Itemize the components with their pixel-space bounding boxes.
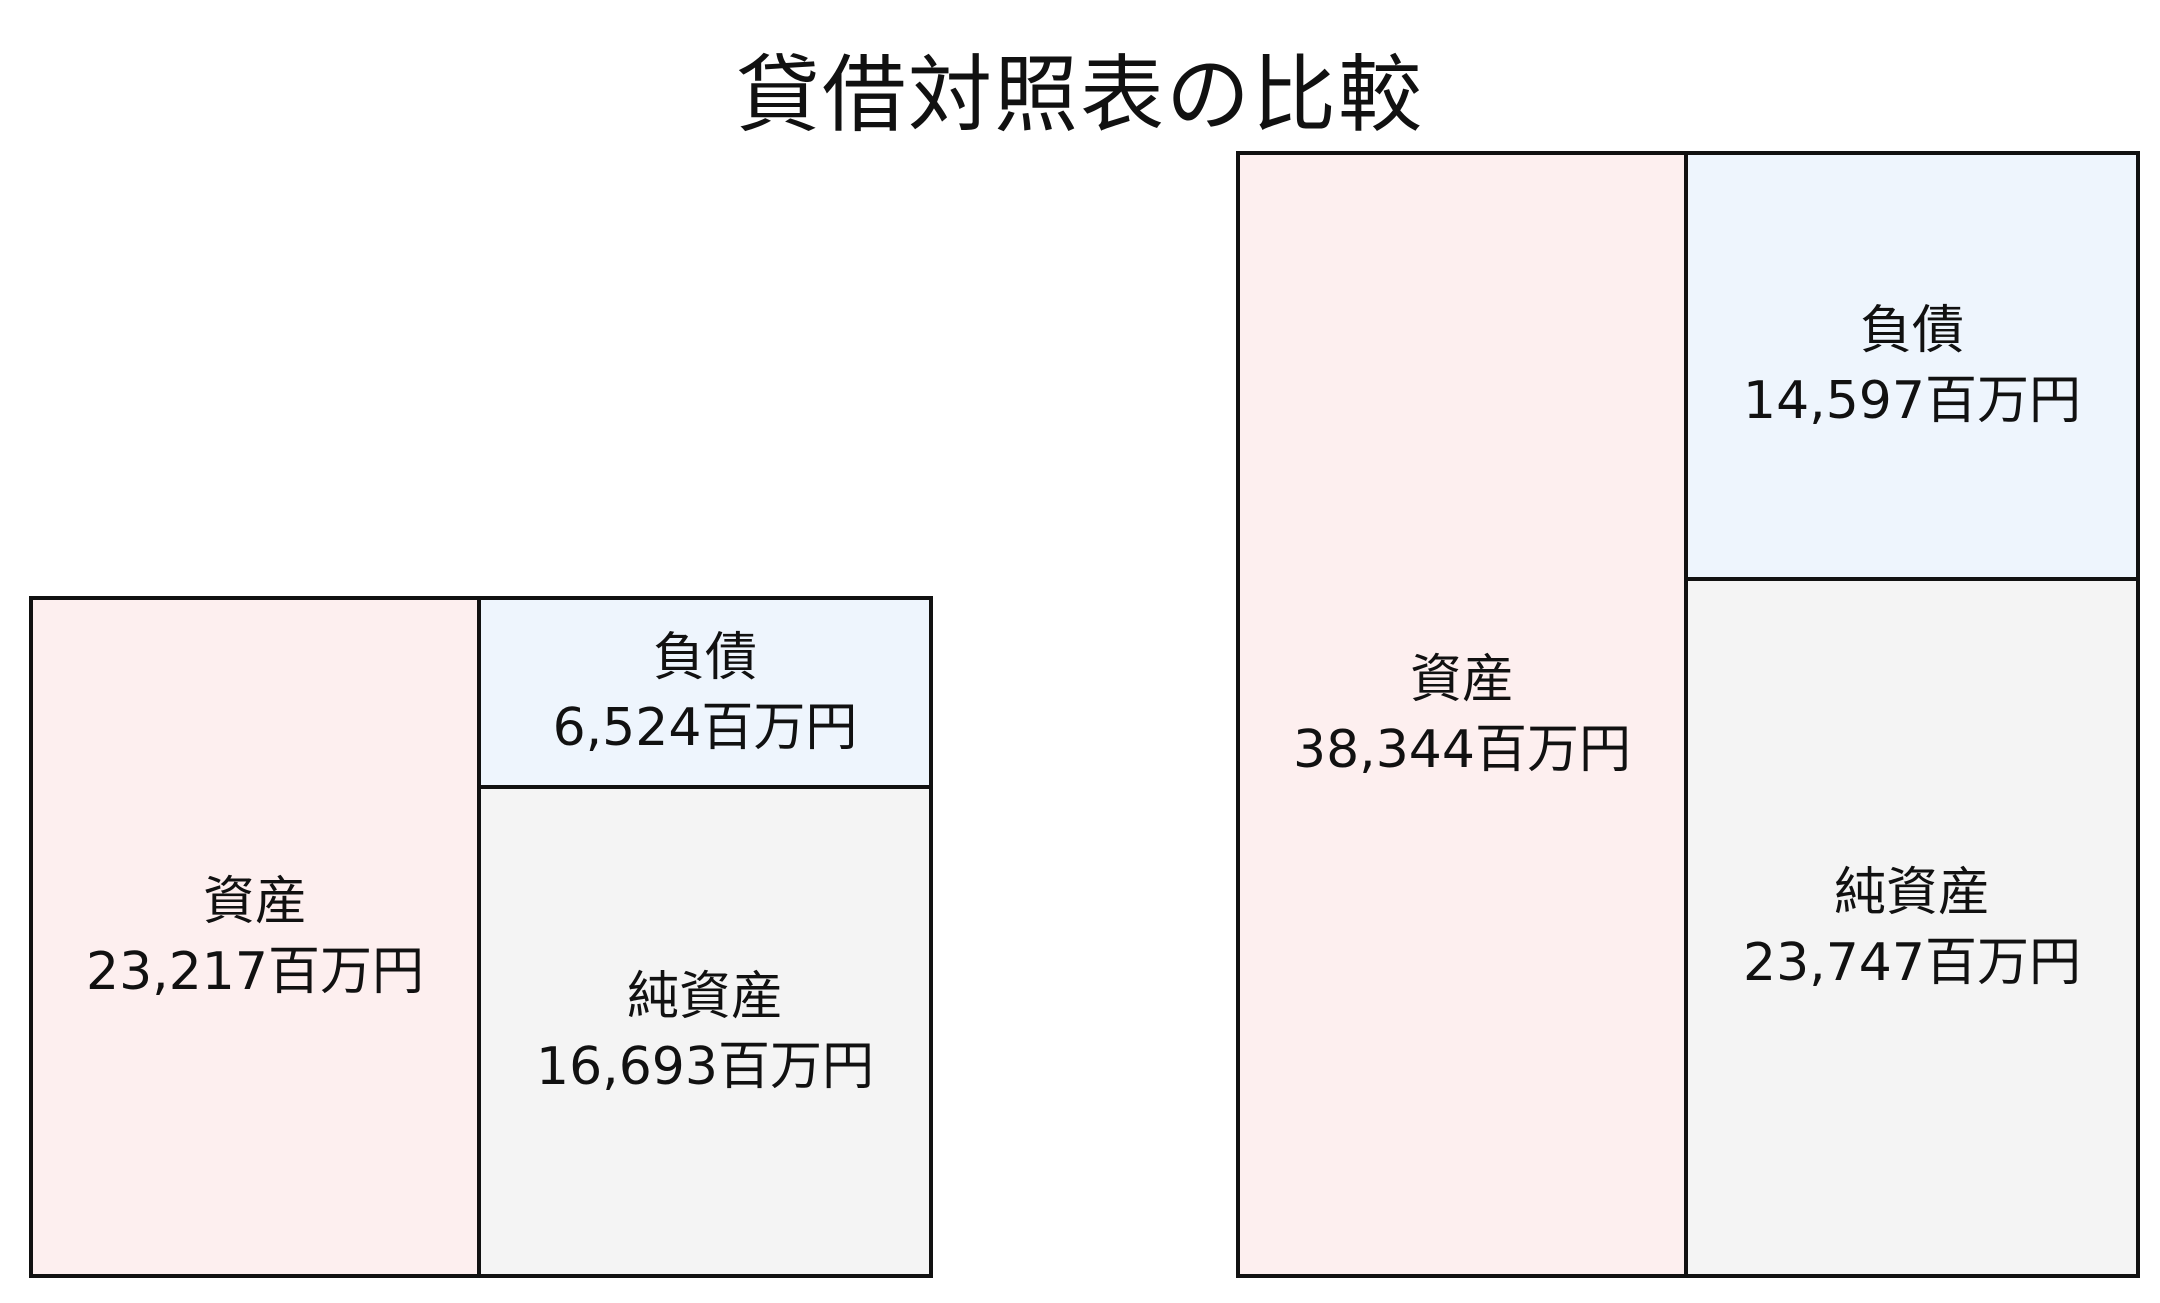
net-assets-value: 23,747百万円 xyxy=(1743,932,2081,993)
balance-sheet-left: 資産 23,217百万円 負債 6,524百万円 純資産 16,693百万円 xyxy=(29,596,933,1278)
assets-block: 資産 23,217百万円 xyxy=(33,600,481,1274)
liabilities-label: 負債 xyxy=(652,627,757,688)
chart-title: 貸借対照表の比較 xyxy=(735,46,1424,144)
balance-sheet-right: 資産 38,344百万円 負債 14,597百万円 純資産 23,747百万円 xyxy=(1236,151,2140,1278)
net-assets-block: 純資産 16,693百万円 xyxy=(481,789,929,1274)
assets-value: 38,344百万円 xyxy=(1293,719,1631,780)
liabilities-label: 負債 xyxy=(1859,301,1964,361)
net-assets-label: 純資産 xyxy=(1833,862,1990,923)
net-assets-block: 純資産 23,747百万円 xyxy=(1688,581,2136,1274)
liabilities-block: 負債 14,597百万円 xyxy=(1688,155,2136,581)
liabilities-value: 14,597百万円 xyxy=(1743,371,2081,431)
assets-block: 資産 38,344百万円 xyxy=(1240,155,1688,1274)
assets-label: 資産 xyxy=(202,872,307,932)
net-assets-label: 純資産 xyxy=(626,966,783,1027)
liabilities-value: 6,524百万円 xyxy=(552,697,858,758)
net-assets-value: 16,693百万円 xyxy=(536,1036,874,1097)
liabilities-block: 負債 6,524百万円 xyxy=(481,600,929,789)
assets-value: 23,217百万円 xyxy=(86,942,424,1002)
assets-label: 資産 xyxy=(1409,649,1514,710)
